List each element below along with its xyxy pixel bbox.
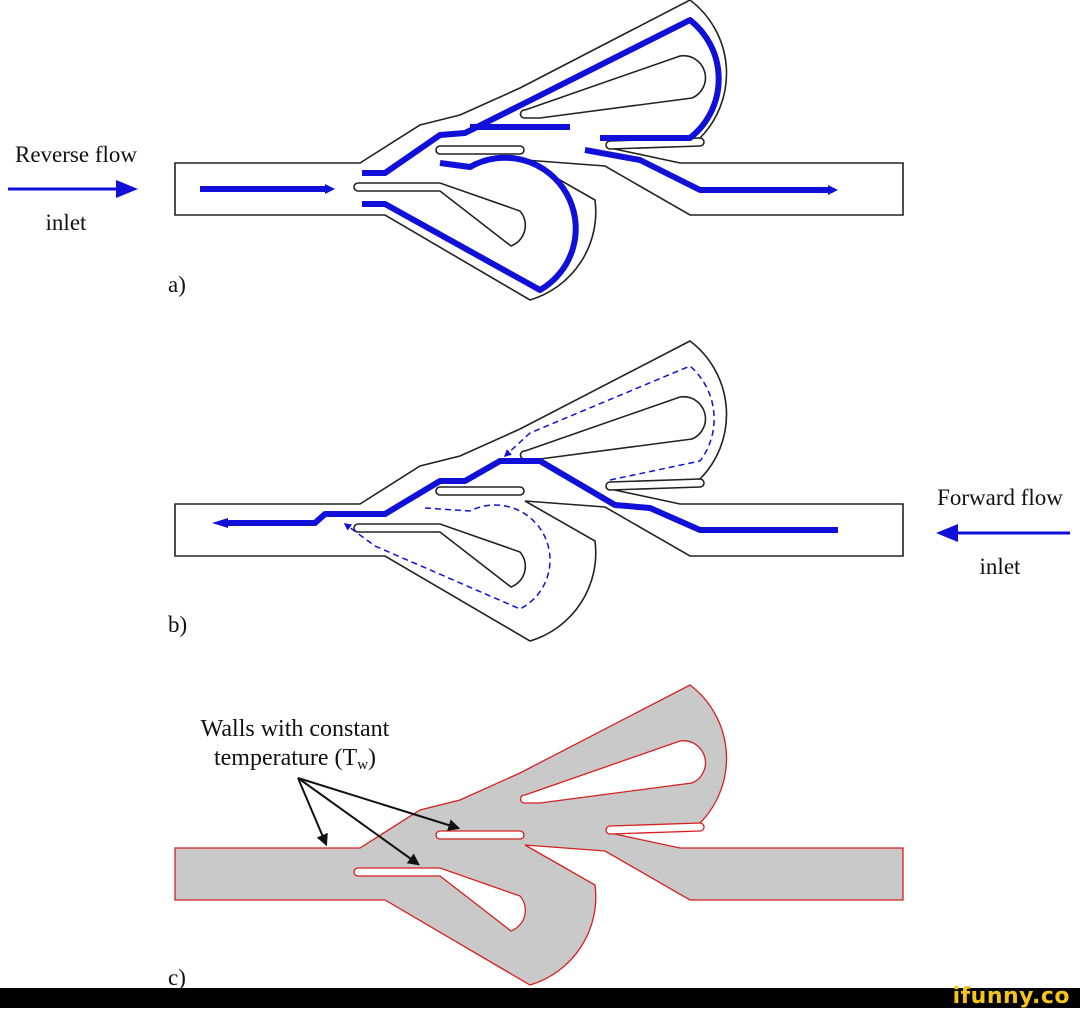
reverse-inlet-arrowhead xyxy=(116,180,138,198)
forward-main-flow xyxy=(225,458,838,533)
wall-pointer-arrows xyxy=(297,777,461,866)
reverse-flow-paths xyxy=(200,17,830,293)
forward-flow-label: Forward flow xyxy=(937,485,1063,510)
reverse-flow-label: Reverse flow xyxy=(15,142,137,167)
forward-inlet-arrowhead xyxy=(936,524,958,542)
forward-secondary-flow xyxy=(343,365,715,610)
walls-label-line1: Walls with constant xyxy=(201,716,390,742)
panel-a-label: a) xyxy=(168,272,186,297)
panel-a xyxy=(174,0,904,301)
flow-arrowhead xyxy=(212,518,228,528)
tesla-valve-diagram: Reverse flow inlet a) Forward flow inlet… xyxy=(8,0,1070,988)
valve-outline-b xyxy=(174,340,904,642)
flow-arrowhead xyxy=(325,184,335,194)
forward-inlet-label: inlet xyxy=(980,554,1021,579)
footer-bar xyxy=(0,988,1080,1008)
reverse-inlet-label: inlet xyxy=(46,210,87,235)
panel-b xyxy=(174,340,904,642)
panel-b-label: b) xyxy=(168,612,187,637)
walls-label-line2: temperature (Tw) xyxy=(214,745,376,773)
valve-outline-a xyxy=(174,0,904,301)
flow-arrowhead xyxy=(828,185,838,195)
ifunny-watermark: ifunny.co xyxy=(952,984,1070,1009)
panel-c-label: c) xyxy=(168,965,186,988)
